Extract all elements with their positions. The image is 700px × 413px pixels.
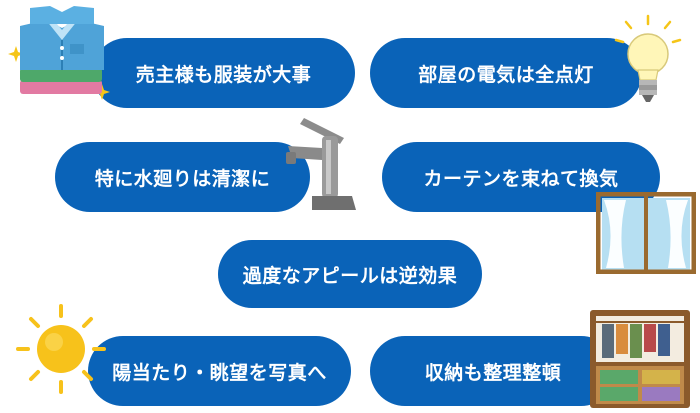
tip-text: 部屋の電気は全点灯 <box>418 63 594 86</box>
tip-text: 特に水廻りは清潔に <box>94 167 271 190</box>
window-curtain-icon <box>596 192 696 274</box>
tip-text: 収納も整理整頓 <box>424 361 562 384</box>
tip-text: カーテンを束ねて換気 <box>423 167 619 190</box>
tip-pill-seller-attire: 売主様も服装が大事 <box>92 38 355 108</box>
folded-shirts-icon <box>8 6 110 100</box>
tip-pill-storage: 収納も整理整頓 <box>370 336 616 406</box>
tip-text: 過度なアピールは逆効果 <box>242 264 458 287</box>
tip-text: 陽当たり・眺望を写真へ <box>112 361 327 384</box>
tip-pill-no-overselling: 過度なアピールは逆効果 <box>218 240 482 308</box>
closet-icon <box>590 310 690 408</box>
tip-pill-water-areas: 特に水廻りは清潔に <box>55 142 310 212</box>
faucet-icon <box>286 118 356 210</box>
tip-pill-lights-on: 部屋の電気は全点灯 <box>370 38 642 108</box>
sun-icon <box>16 304 106 394</box>
tip-pill-sunlight-view: 陽当たり・眺望を写真へ <box>88 336 351 406</box>
tip-text: 売主様も服装が大事 <box>135 63 312 86</box>
tip-pill-curtains: カーテンを束ねて換気 <box>382 142 660 212</box>
light-bulb-icon <box>614 14 682 102</box>
